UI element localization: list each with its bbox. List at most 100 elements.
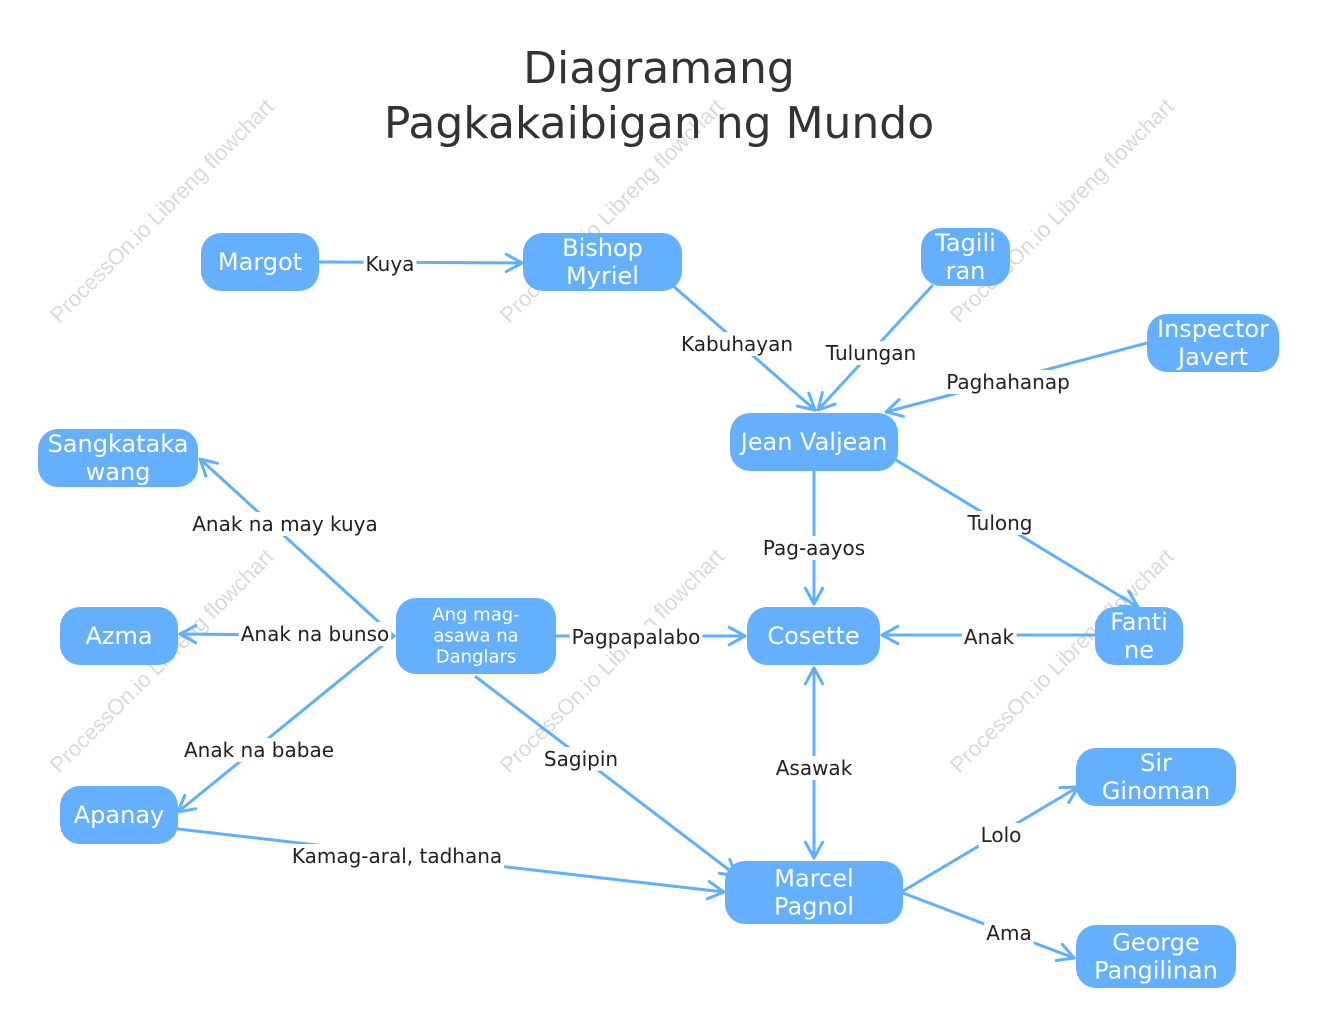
e-tulungan-label: Tulungan [825, 341, 916, 365]
e-kuya-label: Kuya [366, 252, 415, 276]
node-sangkatakawang-label: wang [86, 458, 151, 486]
e-paghahanap-arrowhead [884, 398, 905, 418]
node-tagiliran-shape[interactable] [921, 228, 1010, 286]
e-tulungan-label-bg [822, 341, 919, 365]
node-sir-label: Ginoman [1102, 777, 1210, 805]
e-anak-label-bg [961, 625, 1017, 649]
diagram-title-line-1: Diagramang [523, 43, 795, 94]
node-bishop-shape[interactable] [523, 233, 682, 291]
node-fantine-label: Fanti [1110, 608, 1168, 636]
e-ama-label-group: Ama [984, 921, 1034, 945]
node-marcel-label: Pagnol [774, 893, 854, 921]
e-pagpapalabo-arrowhead [727, 625, 747, 647]
node-tagiliran-label: ran [946, 257, 986, 285]
node-sangkatakawang-shape[interactable] [38, 429, 198, 487]
e-anakbunso-label: Anak na bunso [241, 622, 390, 646]
node-cosette-label: Cosette [767, 622, 859, 650]
node-margot[interactable]: Margot [201, 233, 319, 291]
node-valjean[interactable]: Jean Valjean [730, 413, 898, 471]
e-kamagaral-label-bg [289, 844, 505, 868]
e-sagipin-connector [474, 675, 739, 878]
e-pagaayos-label-bg [760, 536, 868, 560]
e-anak-label-group: Anak [961, 625, 1017, 649]
e-kuya-arrowhead [504, 252, 524, 274]
e-asawak-label: Asawak [776, 756, 853, 780]
node-margot-shape[interactable] [201, 233, 319, 291]
e-anakbunso-label-group: Anak na bunso [238, 622, 392, 646]
e-kabuhayan-label: Kabuhayan [681, 332, 793, 356]
node-valjean-shape[interactable] [730, 413, 898, 471]
e-kuya-line [317, 260, 524, 265]
node-danglars-shape[interactable] [396, 598, 556, 674]
e-anakkuya-connector [198, 457, 396, 638]
e-pagpapalabo-label-group: Pagpapalabo [569, 625, 703, 649]
node-azma-shape[interactable] [60, 607, 178, 665]
e-asawak-label-group: Asawak [773, 756, 855, 780]
e-kabuhayan-label-group: Kabuhayan [678, 332, 796, 356]
e-asawak-arrowhead-start [803, 666, 825, 686]
e-lolo-label-bg [978, 823, 1024, 847]
node-bishop-label: Bishop [562, 234, 643, 262]
e-kuya-connector [317, 252, 524, 274]
node-apanay-shape[interactable] [60, 786, 178, 844]
node-javert-label: Inspector [1157, 315, 1269, 343]
e-anakkuya-label-group: Anak na may kuya [190, 512, 380, 536]
node-george-shape[interactable] [1076, 925, 1236, 988]
node-cosette-shape[interactable] [747, 607, 880, 665]
node-sir-shape[interactable] [1076, 748, 1236, 806]
e-kabuhayan-arrowhead [795, 391, 817, 412]
e-anakbabae-label: Anak na babae [184, 738, 334, 762]
node-margot-label: Margot [218, 248, 302, 276]
e-kamagaral-arrowhead [705, 880, 726, 901]
e-kabuhayan-label-bg [678, 332, 796, 356]
e-asawak-label-bg [773, 756, 855, 780]
e-anakbabae-label-group: Anak na babae [181, 738, 337, 762]
e-sagipin-label: Sagipin [544, 747, 618, 771]
node-fantine-shape[interactable] [1095, 607, 1183, 665]
e-tulong-label: Tulong [966, 511, 1032, 535]
e-paghahanap-label-group: Paghahanap [944, 370, 1072, 394]
e-anakkuya-arrowhead [198, 457, 219, 478]
node-marcel-shape[interactable] [725, 861, 903, 924]
node-sir-label: Sir [1140, 749, 1172, 777]
e-tulungan-label-group: Tulungan [822, 341, 919, 365]
node-cosette[interactable]: Cosette [747, 607, 880, 665]
e-paghahanap-label-bg [944, 370, 1072, 394]
e-ama-label: Ama [986, 921, 1031, 945]
node-apanay[interactable]: Apanay [60, 786, 178, 844]
e-kamagaral-label: Kamag-aral, tadhana [292, 844, 502, 868]
e-asawak-arrowhead [803, 840, 825, 860]
node-javert-shape[interactable] [1147, 314, 1279, 372]
e-anakbabae-line [176, 634, 396, 814]
e-sagipin-label-group: Sagipin [541, 747, 621, 771]
node-tagiliran-label: Tagili [934, 229, 996, 257]
node-george-label: George [1112, 928, 1200, 956]
e-anakkuya-label-bg [190, 512, 380, 536]
e-ama-arrowhead [1054, 942, 1076, 962]
e-pagaayos-label-group: Pag-aayos [760, 536, 868, 560]
e-tulong-label-group: Tulong [964, 511, 1035, 535]
e-sagipin-label-bg [541, 747, 621, 771]
node-danglars-label: Danglars [436, 647, 517, 668]
e-sagipin-line [474, 675, 739, 878]
node-javert-label: Javert [1176, 343, 1248, 371]
e-paghahanap-label: Paghahanap [946, 370, 1070, 394]
e-kamagaral-label-group: Kamag-aral, tadhana [289, 844, 505, 868]
node-fantine-label: ne [1124, 636, 1154, 664]
e-pagpapalabo-label-bg [569, 625, 703, 649]
e-kuya-label-bg [363, 252, 417, 276]
e-tulungan-arrowhead [816, 391, 837, 412]
node-azma[interactable]: Azma [60, 607, 178, 665]
e-pagaayos-arrowhead [803, 586, 825, 606]
e-anakbabae-label-bg [181, 738, 337, 762]
